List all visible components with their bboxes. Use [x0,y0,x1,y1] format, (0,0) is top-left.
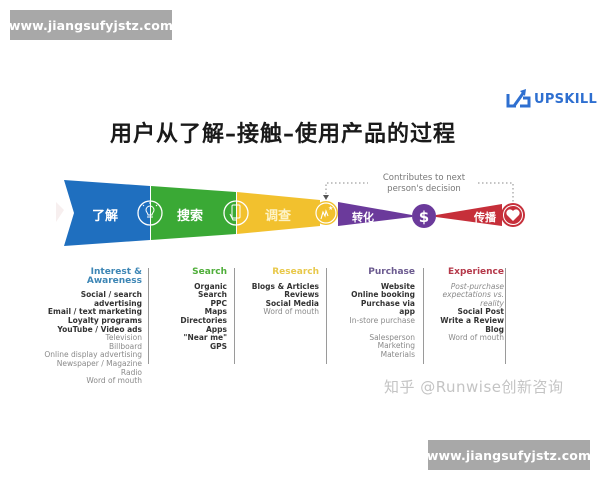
column-divider [326,268,327,364]
column-item: Social Media [265,298,319,308]
column-item: Word of mouth [263,307,319,317]
stage-segment-advocacy [436,204,502,226]
column-item: Purchase via app [360,298,415,317]
stage-label-research: 调查 [265,209,292,224]
column-divider [505,268,506,364]
phone-hand-icon [223,200,249,226]
stage-segment-research [237,192,320,234]
column-item: YouTube / Video ads [57,324,142,334]
column-heading: Interest & Awareness [86,267,142,286]
column-item: Word of mouth [86,376,142,386]
column-item: Social / search advertising [80,290,142,308]
column-item: In-store purchase [349,315,415,325]
logo-text: UPSKILL [534,91,598,107]
column-item: GPS [209,341,227,351]
column-item: Post-purchase [450,281,504,291]
column-item: Salesperson [369,332,415,342]
column-divider [423,268,424,364]
column-item: Blogs & Articles [251,281,319,291]
page-title: 用户从了解–接触–使用产品的过程 [110,122,457,147]
column-divider [148,268,149,364]
column-item: Maps [204,307,227,317]
column-item: Organic Search [194,281,227,300]
column-item: Reviews [284,290,319,300]
feedback-note: Contributes to next person's decision [382,173,466,194]
column-item: Apps [205,324,227,334]
stage-label-advocacy: 传播 [474,211,496,224]
column-heading: Experience [448,267,504,277]
zhihu-credit: 知乎 @Runwise创新咨询 [384,378,564,396]
column-item: expectations vs. reality [442,290,504,308]
lightbulb-icon [137,200,163,226]
column-item: Blog [485,324,504,334]
column-heading: Search [192,267,227,277]
column-item: Marketing Materials [377,341,415,359]
column-item: Email / text marketing [47,307,142,317]
dollar-icon: $ [412,204,436,228]
stage-segment-conversion [338,202,412,226]
svg-text:$: $ [419,208,429,226]
column-heading: Research [272,267,319,277]
feedback-loop-line [325,182,514,204]
stage-label-search: 搜索 [177,209,204,224]
hand-stars-icon: ★ [314,201,338,225]
column-item: Billboard [108,341,142,351]
column-item: Loyalty programs [67,315,142,325]
column-item: Newspaper / Magazine [56,358,142,368]
column-item: Social Post [457,307,504,317]
column-item: Online booking [351,290,415,300]
column-item: Directories [180,315,227,325]
column-item: Television [105,333,142,343]
upskill-arrow-icon [506,89,531,108]
stage-label-awareness: 了解 [92,209,119,224]
column-item: Write a Review [440,315,504,325]
column-item: Radio [120,367,142,377]
stage-segment-awareness [64,180,150,246]
column-item: "Near me" [183,333,227,343]
stage-label-conversion: 转化 [352,211,374,224]
journey-funnel: ★ $ [56,180,525,246]
watermark-top: www.jiangsufyjstz.com [9,10,173,40]
column-item: PPC [210,298,228,308]
upskill-logo: UPSKILL [506,88,597,110]
column-item: Online display advertising [44,350,142,360]
stage-segment-search [151,186,236,240]
heart-icon [501,203,525,227]
watermark-bottom: www.jiangsufyjstz.com [427,440,591,470]
svg-text:★: ★ [328,205,333,212]
column-item: Website [380,281,415,291]
column-heading: Purchase [368,267,415,277]
column-divider [234,268,235,364]
column-item: Word of mouth [448,333,504,343]
